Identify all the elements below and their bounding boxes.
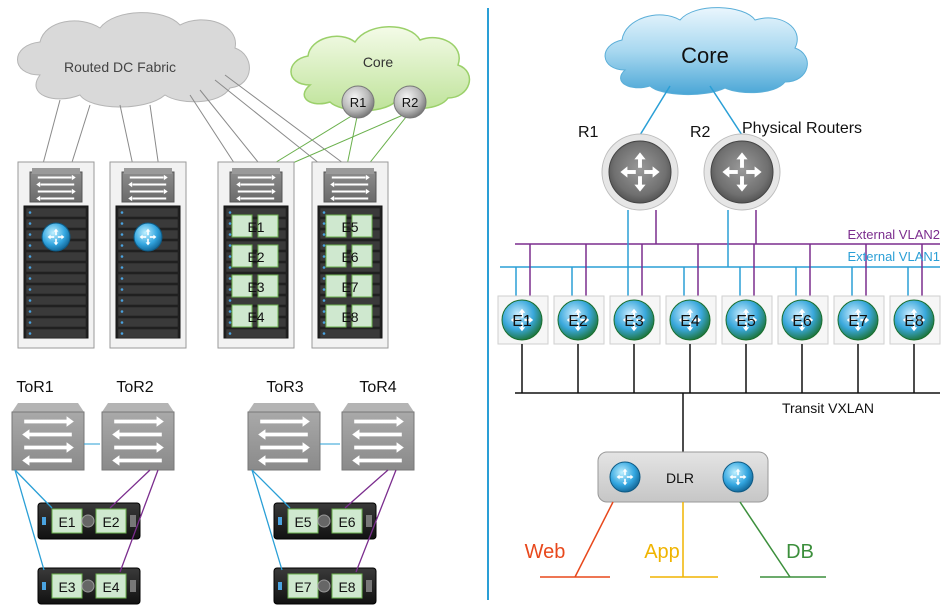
core-cloud-left: Core <box>290 26 471 112</box>
rack-switch-icon <box>29 168 83 203</box>
edge-gateway: E7 <box>325 274 373 298</box>
dlr-router-icon <box>609 461 641 493</box>
blade-server-2: E3 E4 <box>37 567 141 605</box>
r1-label: R1 <box>578 124 599 141</box>
edge-label: E4 <box>680 313 700 330</box>
edge-gateway-8: E8 <box>889 295 941 393</box>
edge-label: E5 <box>341 219 358 235</box>
tor-switch-4: ToR4 <box>341 379 415 471</box>
rack-switch-icon <box>323 168 377 203</box>
edge-label: E8 <box>904 313 924 330</box>
edge-gateway: E3 <box>231 274 279 298</box>
edge-gateway-6: E6 <box>777 295 829 393</box>
vlan1-label: External VLAN1 <box>848 249 941 264</box>
tor-label: ToR1 <box>16 379 53 396</box>
db-label: DB <box>786 541 814 563</box>
rack-switch-icon <box>121 168 175 203</box>
edge-label: E1 <box>512 313 532 330</box>
web-label: Web <box>525 541 566 563</box>
edge-gateway: E8 <box>325 304 373 328</box>
core-label-left: Core <box>363 54 394 70</box>
tor-label: ToR2 <box>116 379 153 396</box>
tor-blade-link <box>344 469 389 509</box>
rack-switch-icon <box>229 168 283 203</box>
r2-label: R2 <box>690 124 711 141</box>
tor-blade-link <box>14 469 53 509</box>
blade-server-1: E1 E2 <box>37 502 141 540</box>
edge-label: E8 <box>338 579 355 595</box>
fabric-label: Routed DC Fabric <box>64 59 176 75</box>
edge-label: E2 <box>247 249 264 265</box>
server-rack-1 <box>17 161 95 349</box>
app-label: App <box>644 541 680 563</box>
core-cloud-right: Core <box>604 7 808 95</box>
core-label-right: Core <box>681 43 729 68</box>
core-router-links <box>639 85 743 136</box>
edge-label: E6 <box>792 313 812 330</box>
core-router-label: R2 <box>402 95 419 110</box>
edge-label: E3 <box>624 313 644 330</box>
tor-blade-link <box>14 469 45 571</box>
edge-label: E4 <box>247 309 264 325</box>
edge-gateway-7: E7 <box>833 295 885 393</box>
edge-gateway-1: E1 <box>497 295 549 393</box>
dlr-router-icon <box>722 461 754 493</box>
tor-blade-link <box>109 469 151 509</box>
edge-gateway: E5 <box>325 214 373 238</box>
edge-label: E5 <box>736 313 756 330</box>
edge-label: E6 <box>341 249 358 265</box>
edge-gateway: E6 <box>325 244 373 268</box>
edge-gateway-2: E2 <box>553 295 605 393</box>
globe-router-icon <box>41 222 71 252</box>
edge-label: E3 <box>58 579 75 595</box>
edge-label: E3 <box>247 279 264 295</box>
dlr-label: DLR <box>666 470 694 486</box>
tor-switch-3: ToR3 <box>247 379 321 471</box>
edge-gateway: E2 <box>231 244 279 268</box>
globe-router-icon <box>133 222 163 252</box>
tor-blade-link <box>251 469 283 571</box>
edge-label: E6 <box>338 514 355 530</box>
edge-label: E2 <box>102 514 119 530</box>
routed-dc-fabric-cloud: Routed DC Fabric <box>17 12 250 108</box>
edge-label: E4 <box>102 579 119 595</box>
edge-gateway-3: E3 <box>609 295 661 393</box>
fabric-links <box>39 74 356 176</box>
edge-label: E1 <box>58 514 75 530</box>
edge-label: E7 <box>848 313 868 330</box>
vlan2-label: External VLAN2 <box>848 227 941 242</box>
edge-label: E8 <box>341 309 358 325</box>
core-router-1: R1 <box>341 85 375 119</box>
transit-label: Transit VXLAN <box>782 400 874 416</box>
edge-label: E1 <box>247 219 264 235</box>
server-rack-2 <box>109 161 187 349</box>
tor-blade-link <box>251 469 291 509</box>
edge-gateway-5: E5 <box>721 295 773 393</box>
segment-links <box>540 501 826 578</box>
tor-label: ToR4 <box>359 379 396 396</box>
edge-label: E2 <box>568 313 588 330</box>
blade-server-3: E5 E6 <box>273 502 377 540</box>
physical-router-2 <box>703 133 781 211</box>
edge-label: E7 <box>294 579 311 595</box>
physical-router-1 <box>601 133 679 211</box>
edge-gateway-4: E4 <box>665 295 717 393</box>
edge-gateway: E1 <box>231 214 279 238</box>
tor-switch-2: ToR2 <box>101 379 175 471</box>
blade-server-4: E7 E8 <box>273 567 377 605</box>
edge-label: E5 <box>294 514 311 530</box>
physical-routers-label: Physical Routers <box>742 120 862 137</box>
tor-switch-1: ToR1 <box>11 379 85 471</box>
edge-label: E7 <box>341 279 358 295</box>
tor-label: ToR3 <box>266 379 303 396</box>
core-router-label: R1 <box>350 95 367 110</box>
tor-blade-link <box>119 469 159 573</box>
edge-gateway: E4 <box>231 304 279 328</box>
tor-blade-link <box>355 469 397 573</box>
core-router-2: R2 <box>393 85 427 119</box>
